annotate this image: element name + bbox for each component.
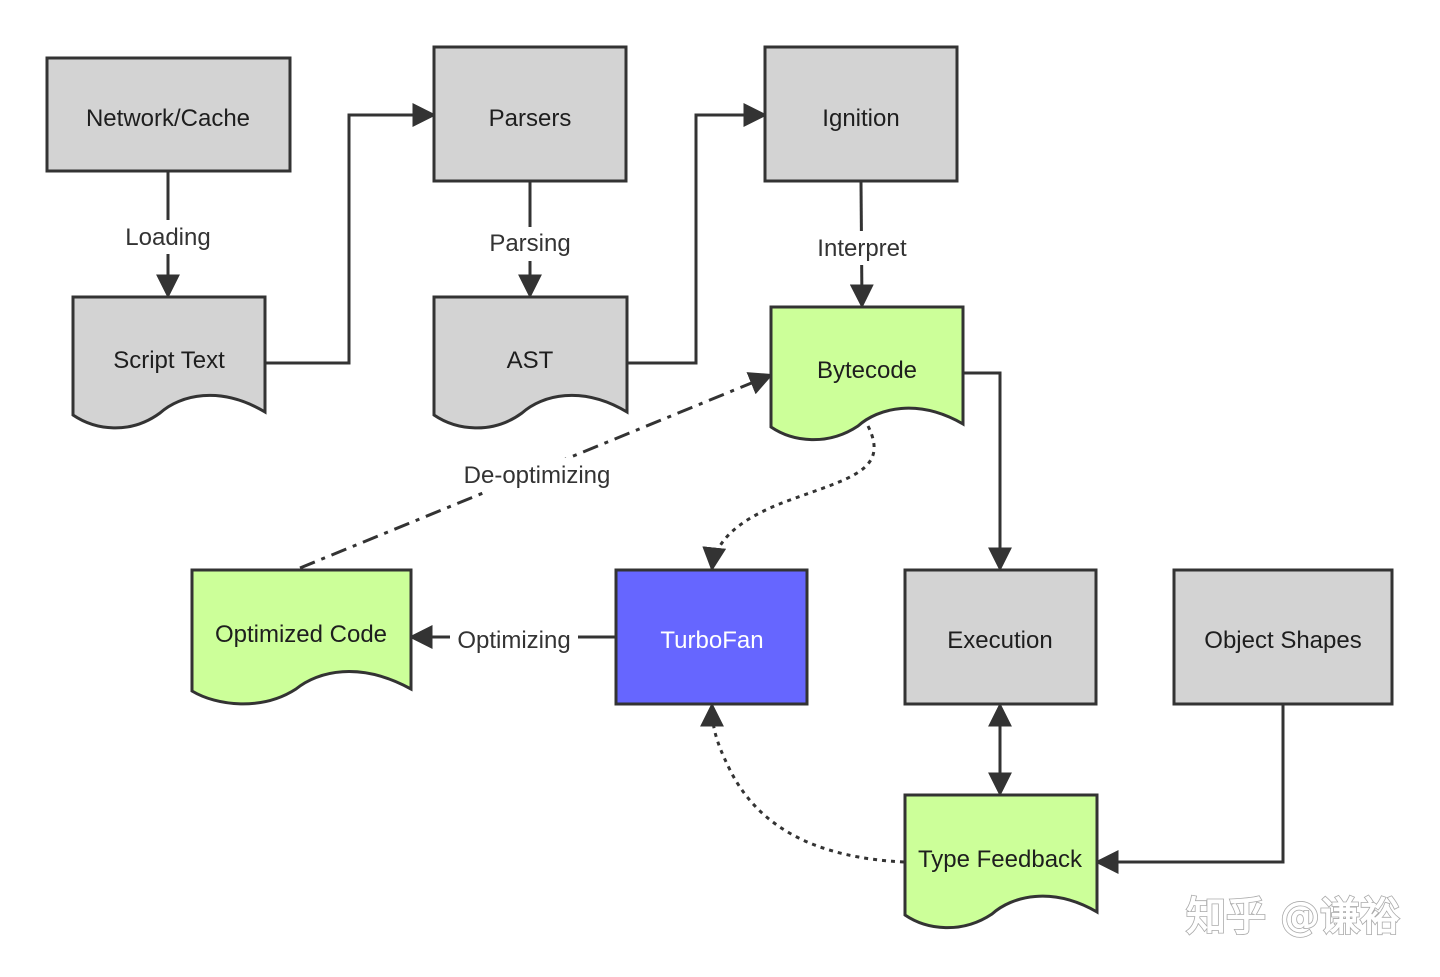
edge-labels: Loading Parsing Interpret De-optimizing … xyxy=(120,220,914,655)
node-label-ignition: Ignition xyxy=(822,105,899,132)
edges xyxy=(156,103,1285,874)
edge-label-parsing: Parsing xyxy=(489,230,570,257)
node-label-turbofan: TurboFan xyxy=(660,627,763,654)
node-label-parsers: Parsers xyxy=(489,105,572,132)
edge-bytecode-to-turbofan xyxy=(702,425,876,572)
node-parsers[interactable]: Parsers xyxy=(432,45,628,183)
node-network-cache[interactable]: Network/Cache xyxy=(45,56,292,173)
node-label-execution: Execution xyxy=(947,627,1052,654)
edge-label-loading-group: Loading xyxy=(120,220,218,254)
node-ast[interactable]: AST xyxy=(432,295,629,430)
node-ignition[interactable]: Ignition xyxy=(763,45,959,183)
edge-label-parsing-group: Parsing xyxy=(484,227,578,261)
nodes: Network/Cache Script Text Parsers AST Ig… xyxy=(45,45,1394,930)
node-label-script-text: Script Text xyxy=(113,347,225,374)
node-label-object-shapes: Object Shapes xyxy=(1204,627,1361,654)
node-type-feedback[interactable]: Type Feedback xyxy=(903,793,1099,930)
edge-bytecode-to-execution xyxy=(963,371,1012,572)
node-label-ast: AST xyxy=(507,347,554,374)
node-label-network-cache: Network/Cache xyxy=(86,105,250,132)
watermark: 知乎 @谦裕 xyxy=(1186,894,1400,940)
edge-feedback-to-turbofan xyxy=(700,702,905,864)
node-object-shapes[interactable]: Object Shapes xyxy=(1172,568,1394,706)
edge-label-interpret: Interpret xyxy=(817,235,907,262)
edge-ast-to-ignition xyxy=(627,103,768,365)
edge-label-deoptimizing-group: De-optimizing xyxy=(450,458,624,492)
edge-label-deoptimizing: De-optimizing xyxy=(464,462,611,489)
edge-script-to-parsers xyxy=(265,103,437,365)
edge-label-interpret-group: Interpret xyxy=(810,231,914,265)
edge-shapes-to-feedback xyxy=(1094,704,1285,874)
node-bytecode[interactable]: Bytecode xyxy=(769,305,965,442)
node-optimized-code[interactable]: Optimized Code xyxy=(190,568,413,706)
edge-label-optimizing-group: Optimizing xyxy=(450,621,578,655)
node-label-bytecode: Bytecode xyxy=(817,357,917,384)
node-script-text[interactable]: Script Text xyxy=(71,295,267,430)
node-label-type-feedback: Type Feedback xyxy=(918,846,1083,873)
node-turbofan[interactable]: TurboFan xyxy=(614,568,809,706)
edge-label-optimizing: Optimizing xyxy=(457,627,570,654)
node-execution[interactable]: Execution xyxy=(903,568,1098,706)
edge-label-loading: Loading xyxy=(125,224,210,251)
node-label-optimized-code: Optimized Code xyxy=(215,621,387,648)
